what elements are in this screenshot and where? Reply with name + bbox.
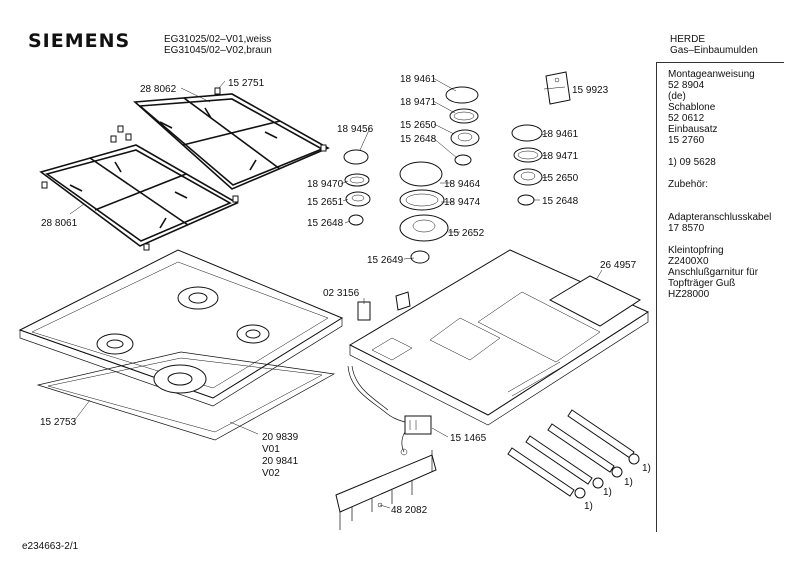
part-label: 18 9470 — [307, 179, 344, 190]
part-label: 15 2649 — [367, 255, 404, 266]
model-numbers: EG31025/02–V01,weiss EG31045/02–V02,brau… — [164, 34, 272, 56]
part-label: 15 2650 — [542, 173, 579, 184]
siemens-logo: SIEMENS — [28, 30, 131, 52]
part-label: 15 2651 — [307, 197, 344, 208]
side-panel-line: Kleintopfring — [668, 245, 724, 256]
side-panel-line: (de) — [668, 91, 686, 102]
footnote-marker: 1) — [624, 477, 633, 488]
part-label: 15 2648 — [307, 218, 344, 229]
part-label: 15 9923 — [572, 85, 609, 96]
side-panel-line: HZ28000 — [668, 289, 710, 300]
maker-label: HERDE — [670, 34, 706, 45]
category-label: Gas–Einbaumulden — [670, 45, 758, 56]
side-panel-line: Zubehör: — [668, 179, 709, 190]
part-label: 15 2648 — [400, 134, 437, 145]
part-label: 18 9471 — [400, 97, 437, 108]
footnote-marker: 1) — [642, 463, 651, 474]
side-panel-line: 52 8904 — [668, 80, 705, 91]
part-label: 28 8061 — [41, 218, 78, 229]
side-panel-line: 52 0612 — [668, 113, 705, 124]
footnote-marker: 1) — [584, 501, 593, 512]
mounting-bracket — [335, 450, 437, 530]
burner-parts-right — [511, 71, 571, 206]
hob-top-plate — [18, 249, 344, 407]
part-label: V02 — [262, 468, 280, 479]
part-label: 28 8062 — [140, 84, 177, 95]
part-label: V01 — [262, 444, 280, 455]
part-label: 48 2082 — [391, 505, 428, 516]
part-label: 18 9456 — [337, 124, 374, 135]
part-number-labels: 28 8062 15 2751 28 8061 18 9461 18 9471 … — [40, 74, 651, 516]
pan-support-grate-left — [39, 125, 239, 251]
part-label: 15 1465 — [450, 433, 487, 444]
burner-parts-center — [343, 86, 480, 264]
part-label: 18 9471 — [542, 151, 579, 162]
part-label: 18 9464 — [444, 179, 481, 190]
fastening-screws — [507, 409, 640, 499]
side-panel-line: Einbausatz — [668, 124, 718, 135]
side-panel-line: Topfträger Guß — [668, 278, 736, 289]
hob-base-tray — [348, 249, 650, 426]
part-label: 15 2751 — [228, 78, 265, 89]
footnote-marker: 1) — [603, 487, 612, 498]
drawing-id: e234663-2/1 — [22, 541, 79, 552]
part-label: 26 4957 — [600, 260, 637, 271]
leader-lines — [69, 77, 603, 509]
part-label: 18 9474 — [444, 197, 481, 208]
part-label: 15 2652 — [448, 228, 485, 239]
side-panel-line: Schablone — [668, 102, 716, 113]
part-label: 02 3156 — [323, 288, 360, 299]
part-label: 18 9461 — [400, 74, 437, 85]
side-panel-line: 17 8570 — [668, 223, 705, 234]
side-panel-line: Adapteranschlusskabel — [668, 212, 772, 223]
part-label: 20 9841 — [262, 456, 299, 467]
part-label: 18 9461 — [542, 129, 579, 140]
part-label: 15 2753 — [40, 417, 77, 428]
part-label: 15 2648 — [542, 196, 579, 207]
part-label: 15 2650 — [400, 120, 437, 131]
side-panel-line: Z2400X0 — [668, 256, 709, 267]
pan-support-grate-right — [125, 87, 330, 190]
side-panel-frame — [656, 62, 784, 532]
model-line-2: EG31045/02–V02,braun — [164, 45, 272, 56]
ignition-cable — [347, 365, 432, 456]
side-panel-line: Montageanweisung — [668, 69, 755, 80]
hob-gasket — [36, 351, 336, 441]
side-panel-line: 15 2760 — [668, 135, 705, 146]
part-label: 20 9839 — [262, 432, 299, 443]
side-panel-line: 1) 09 5628 — [668, 157, 716, 168]
model-line-1: EG31025/02–V01,weiss — [164, 34, 272, 45]
side-panel-line: Anschlußgarnitur für — [668, 267, 759, 278]
product-category: HERDE Gas–Einbaumulden — [670, 34, 758, 56]
